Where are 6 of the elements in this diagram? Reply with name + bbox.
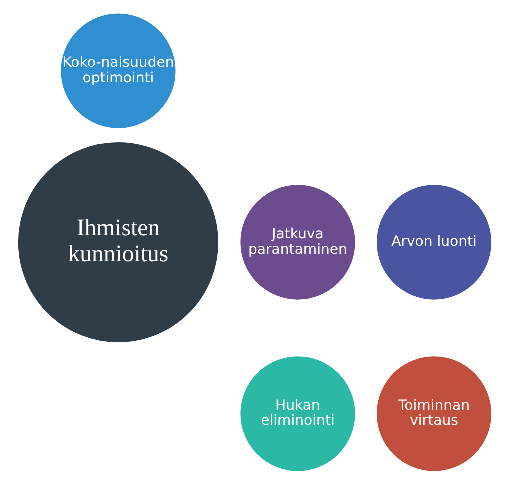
node-circle: Toiminnan virtaus bbox=[374, 354, 494, 474]
node-circle: Koko-naisuuden optimointi bbox=[58, 12, 178, 131]
node-circle: Hukan eliminointi bbox=[238, 354, 358, 474]
node-circle: Jatkuva parantaminen bbox=[238, 183, 358, 302]
node-circle: Ihmisten kunnioitus bbox=[16, 140, 221, 345]
node-circle: Arvon luonti bbox=[374, 183, 494, 302]
